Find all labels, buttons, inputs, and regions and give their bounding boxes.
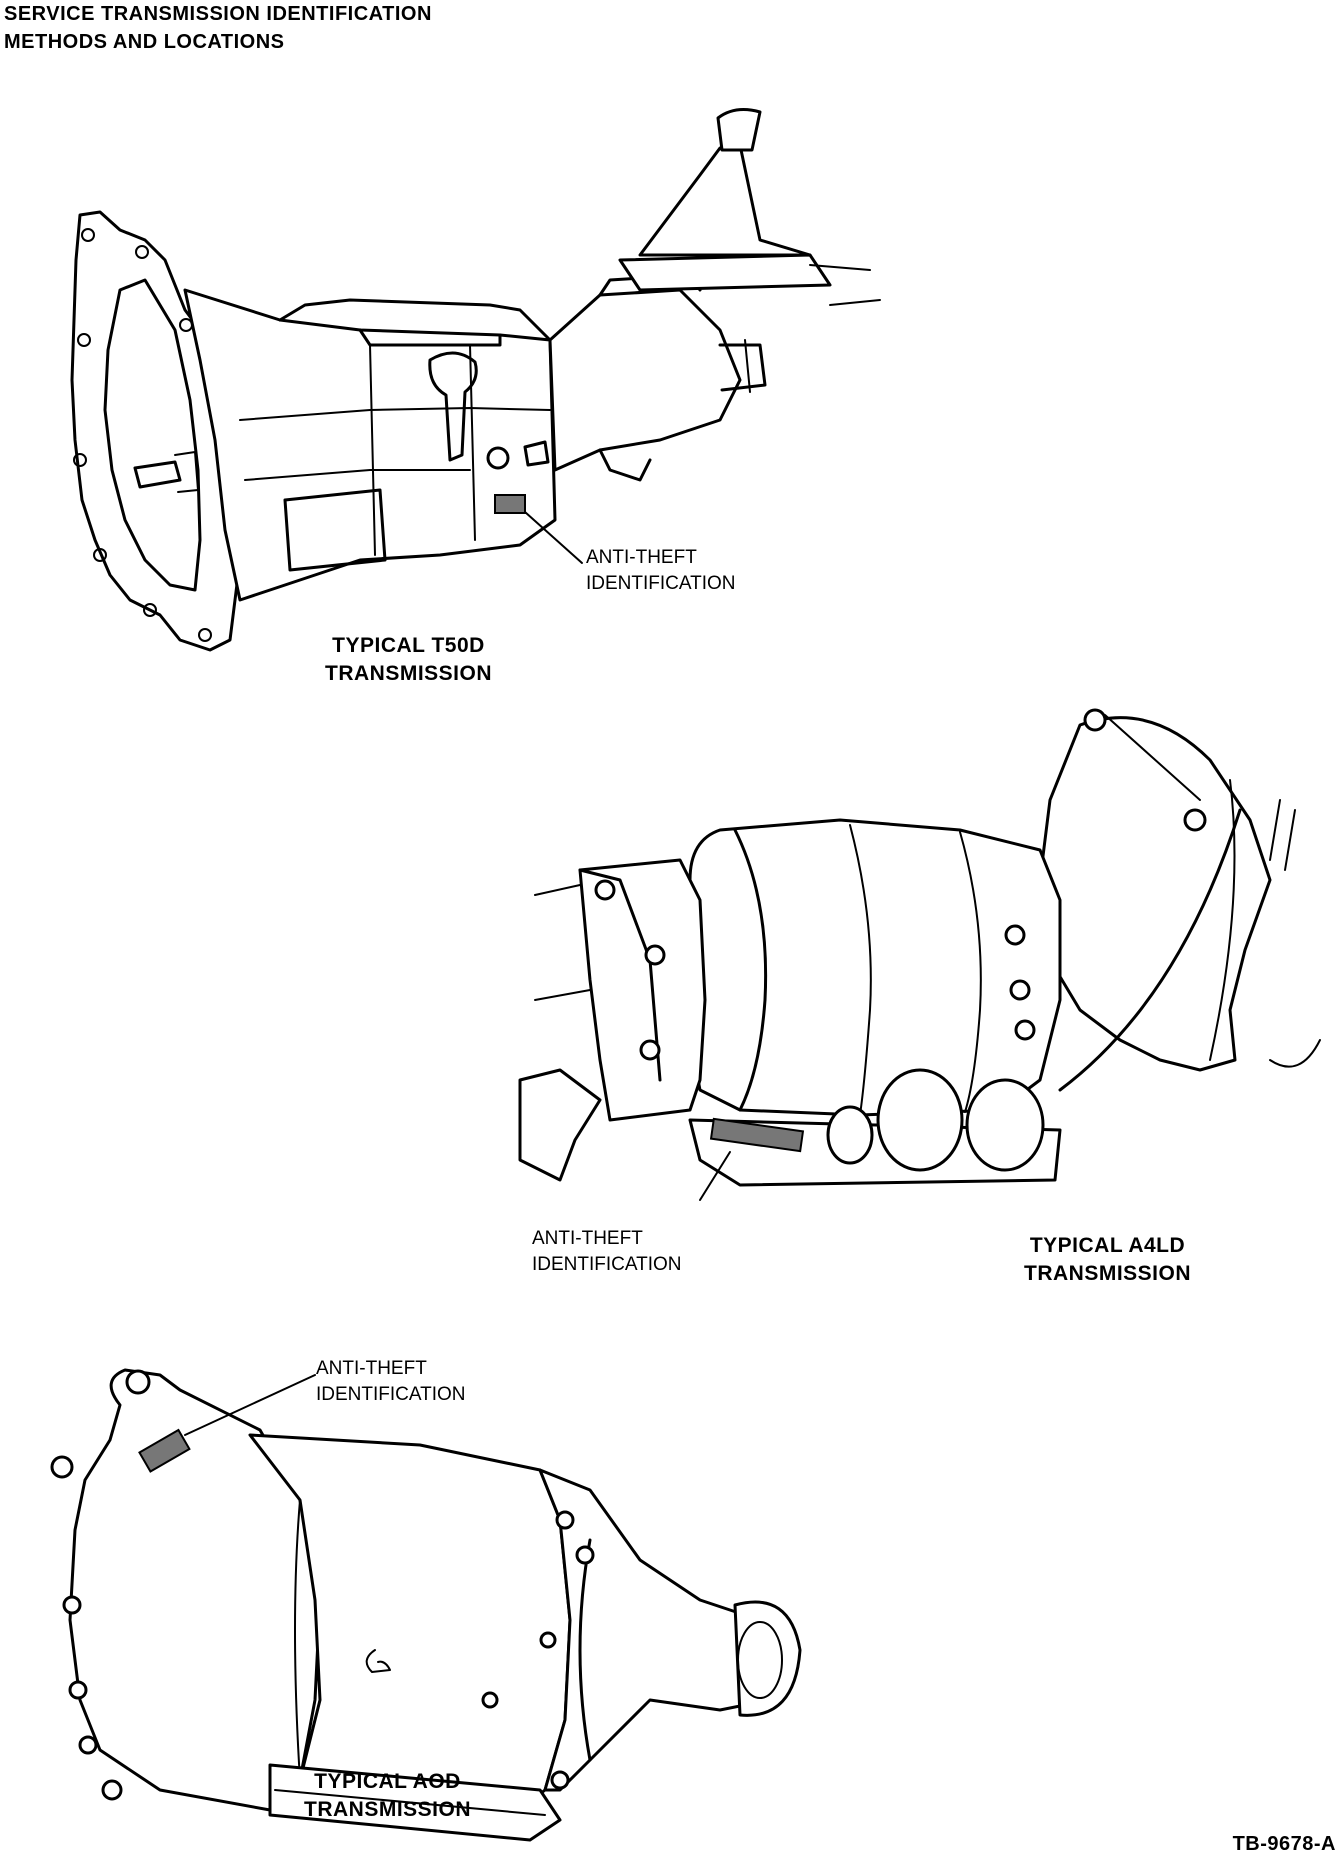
t50d-anti-theft-callout: ANTI-THEFT IDENTIFICATION — [586, 545, 736, 597]
t50d-transmission-drawing — [70, 108, 881, 652]
aod-callout-line-1: ANTI-THEFT — [316, 1358, 427, 1379]
document-title: SERVICE TRANSMISSION IDENTIFICATION METH… — [4, 0, 432, 56]
t50d-callout-line-1: ANTI-THEFT — [586, 547, 697, 568]
aod-callout-line-2: IDENTIFICATION — [316, 1384, 466, 1405]
t50d-caption-line-2: TRANSMISSION — [325, 662, 493, 685]
t50d-caption: TYPICAL T50D TRANSMISSION — [325, 632, 492, 688]
a4ld-caption: TYPICAL A4LD TRANSMISSION — [1024, 1232, 1191, 1288]
aod-anti-theft-callout: ANTI-THEFT IDENTIFICATION — [316, 1356, 466, 1408]
title-line-1: SERVICE TRANSMISSION IDENTIFICATION — [4, 3, 432, 25]
a4ld-caption-line-1: TYPICAL A4LD — [1029, 1234, 1186, 1257]
a4ld-anti-theft-callout: ANTI-THEFT IDENTIFICATION — [532, 1226, 682, 1278]
t50d-callout-line-2: IDENTIFICATION — [586, 573, 736, 594]
aod-caption-line-1: TYPICAL AOD — [314, 1770, 461, 1793]
aod-caption-line-2: TRANSMISSION — [304, 1798, 472, 1821]
aod-transmission-drawing — [50, 1368, 802, 1842]
t50d-caption-line-1: TYPICAL T50D — [332, 634, 485, 657]
a4ld-caption-line-2: TRANSMISSION — [1024, 1262, 1192, 1285]
a4ld-callout-line-1: ANTI-THEFT — [532, 1228, 643, 1249]
a4ld-callout-line-2: IDENTIFICATION — [532, 1254, 682, 1275]
figure-reference: TB-9678-A — [1232, 1833, 1336, 1855]
a4ld-transmission-drawing — [518, 708, 1321, 1201]
aod-caption: TYPICAL AOD TRANSMISSION — [304, 1768, 471, 1824]
title-line-2: METHODS AND LOCATIONS — [4, 31, 285, 53]
